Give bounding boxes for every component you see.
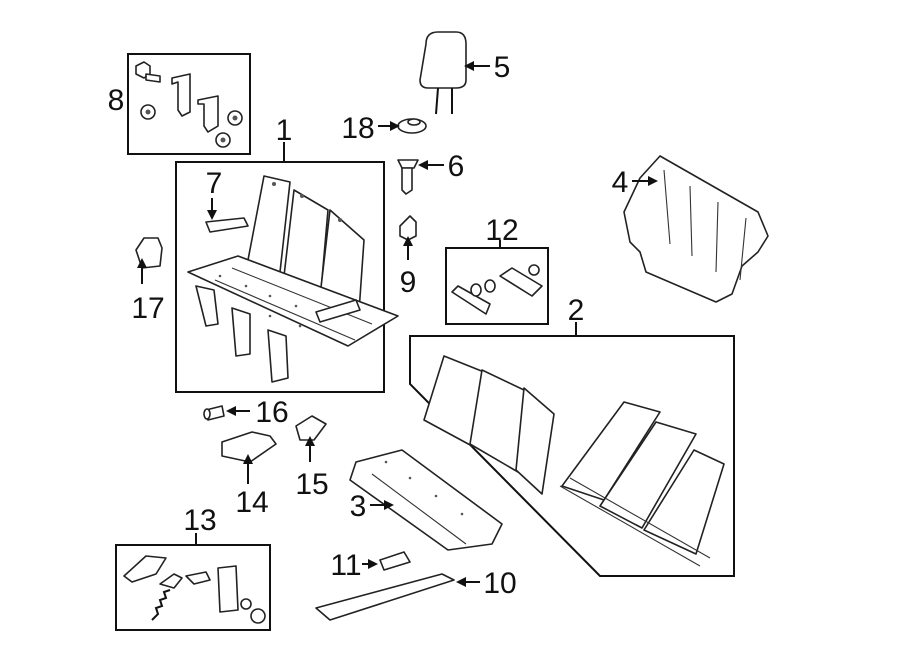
callout-8: 8 [108,84,125,117]
part-14-latch [221,431,277,463]
group-box-13-handle-kit [115,544,271,631]
callout-14: 14 [235,486,268,519]
part-6-guide [397,159,419,195]
bracket-icon [197,95,219,133]
part-16-bushing [203,405,225,421]
part-8-hardware-kit [135,61,243,148]
part-10-rail [315,573,455,621]
callout-6: 6 [448,150,465,183]
group-box-2-frame [409,335,735,577]
part-12-latch-kit [451,264,543,315]
part-15-bracket [295,415,327,441]
part-9-cover [399,215,417,241]
callout-4: 4 [612,166,629,199]
group-box-8-hardware [127,53,251,155]
part-13-handle-kit [123,555,266,624]
callout-11: 11 [330,549,361,582]
part-5-headrest [419,31,467,115]
callout-labels: 1 2 3 4 5 6 7 8 9 10 11 12 13 14 15 16 1… [108,51,629,600]
callout-18: 18 [341,112,374,145]
part-1-seat-assembly [187,175,399,383]
part-2-seat-frame [423,355,725,567]
part-4-back-panel [623,155,769,303]
callout-3: 3 [350,490,367,523]
callout-2: 2 [568,294,585,327]
part-11-plate [379,551,411,571]
group-box-12-latch-kit [445,247,549,325]
callout-16: 16 [255,396,288,429]
callout-9: 9 [400,266,417,299]
group-box-1-seat-assembly [175,161,385,393]
callout-10: 10 [483,567,516,600]
callout-17: 17 [131,292,164,325]
callout-15: 15 [295,468,328,501]
leader-lines [137,61,658,587]
callout-1: 1 [276,114,293,147]
callout-12: 12 [485,214,518,247]
callout-7: 7 [206,167,223,200]
bracket-icon [171,73,191,117]
part-3-seat-cushion [349,449,503,551]
callout-5: 5 [494,51,511,84]
bolt-icon [135,61,161,83]
part-18-washer [397,118,427,134]
callout-13: 13 [183,504,216,537]
